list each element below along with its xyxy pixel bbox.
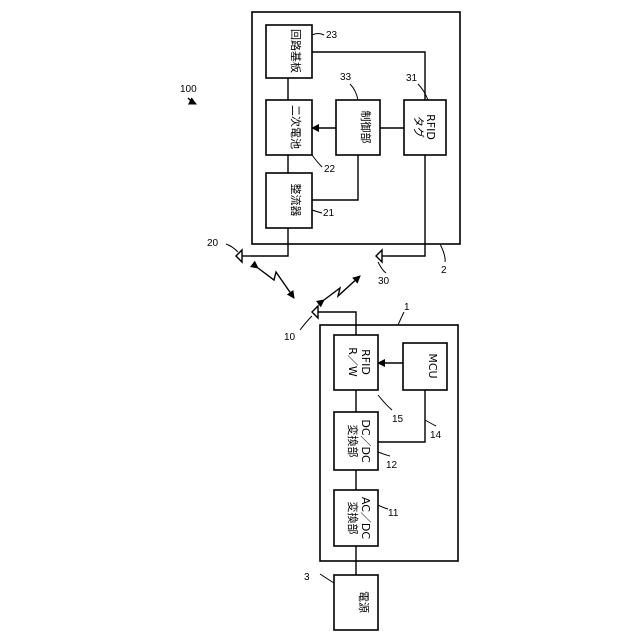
leader-3 (320, 574, 334, 583)
rfid-rw-block: RFID R／W (334, 335, 378, 390)
leader-30 (378, 262, 386, 273)
leader-31 (418, 84, 428, 100)
secondary-battery-label: 二次電池 (289, 105, 303, 149)
leader-23 (312, 34, 324, 36)
leader-33 (350, 84, 358, 100)
circuit-board-block: 回路基板 (266, 25, 312, 78)
rfid-rw-label-2: R／W (346, 347, 359, 377)
ref-10: 10 (284, 332, 296, 343)
controller-label: 制御部 (359, 111, 373, 144)
leader-2 (440, 244, 445, 262)
leader-15 (378, 395, 392, 410)
dc-dc-block: DC／DC 変換部 (334, 412, 378, 470)
ref-2: 2 (441, 265, 447, 276)
ref-15: 15 (392, 414, 404, 425)
mcu-block: MCU (403, 343, 447, 390)
ref-31: 31 (406, 73, 418, 84)
ref-1: 1 (404, 302, 410, 313)
ref-11: 11 (388, 508, 399, 519)
wire-tag-antenna (388, 155, 425, 256)
ac-dc-label-1: AC／DC (359, 497, 372, 539)
rectifier-block: 整流器 (266, 173, 312, 228)
ref-12: 12 (386, 460, 398, 471)
wireless-signal-power (258, 268, 294, 298)
controller-block: 制御部 (336, 100, 380, 155)
wireless-signal-tag (324, 276, 360, 300)
leader-100 (188, 98, 196, 104)
rfid-tag-block: RFID タグ (404, 100, 446, 155)
mcu-label: MCU (426, 353, 439, 378)
dc-dc-label-1: DC／DC (359, 419, 372, 463)
ref-21: 21 (323, 208, 335, 219)
rfid-tag-label-2: タグ (412, 116, 426, 138)
power-source-label: 電源 (357, 591, 371, 613)
circuit-board-label: 回路基板 (289, 29, 303, 73)
ac-dc-block: AC／DC 変換部 (334, 490, 378, 546)
wire-rectifier-antenna (250, 228, 288, 256)
ref-23: 23 (326, 30, 338, 41)
rfid-rw-label-1: RFID (359, 349, 372, 375)
power-source-block: 電源 (334, 575, 378, 630)
ref-30: 30 (378, 276, 390, 287)
leader-1 (398, 312, 404, 325)
antenna-30 (376, 250, 388, 262)
leader-20 (226, 244, 238, 252)
leader-14 (425, 420, 436, 426)
leader-22 (312, 155, 322, 167)
ref-3: 3 (304, 572, 310, 583)
rectifier-label: 整流器 (289, 184, 303, 217)
leader-12 (378, 452, 390, 456)
wire-controller-rectifier (312, 155, 358, 200)
ref-22: 22 (324, 164, 336, 175)
secondary-battery-block: 二次電池 (266, 100, 312, 155)
antenna-10 (312, 306, 356, 335)
dc-dc-label-2: 変換部 (346, 425, 360, 458)
leader-21 (312, 210, 322, 213)
leader-11 (378, 505, 388, 509)
ref-33: 33 (340, 72, 352, 83)
ref-14: 14 (430, 430, 442, 441)
ref-20: 20 (207, 238, 219, 249)
ref-100: 100 (180, 84, 197, 95)
ac-dc-label-2: 変換部 (346, 502, 360, 535)
leader-10 (300, 316, 312, 330)
